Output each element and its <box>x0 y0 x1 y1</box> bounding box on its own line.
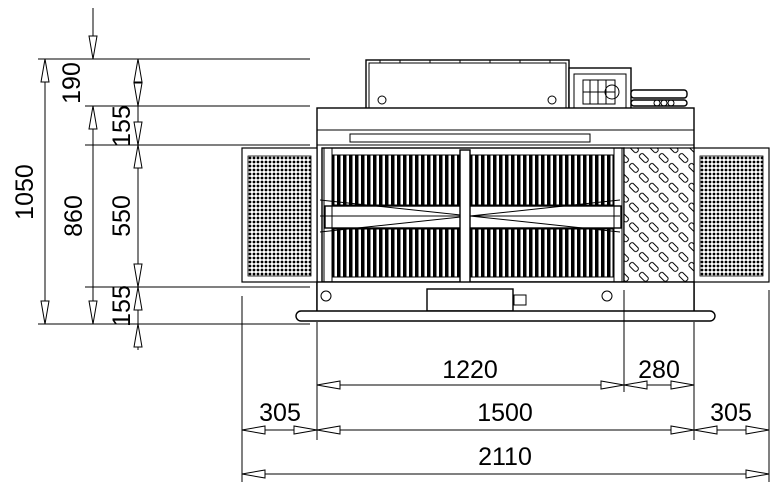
dim-190: 190 <box>58 62 86 104</box>
dim-305-right: 305 <box>710 399 752 427</box>
dim-305-left: 305 <box>259 399 301 427</box>
grid-section <box>319 147 625 297</box>
dim-1500: 1500 <box>477 399 533 427</box>
dim-550: 550 <box>108 195 136 237</box>
machine-body <box>241 59 770 322</box>
diamond-plate <box>623 147 695 283</box>
dim-155-top: 155 <box>108 105 136 147</box>
dimension-lines <box>38 8 770 482</box>
dim-155-bottom: 155 <box>108 285 136 327</box>
dim-280: 280 <box>638 356 680 384</box>
dim-1050: 1050 <box>11 164 39 220</box>
dim-2110: 2110 <box>478 443 532 471</box>
dimension-labels: 190 155 550 155 860 1050 1220 280 305 15… <box>11 62 752 471</box>
dim-860: 860 <box>60 195 88 237</box>
dim-1220: 1220 <box>442 356 498 384</box>
